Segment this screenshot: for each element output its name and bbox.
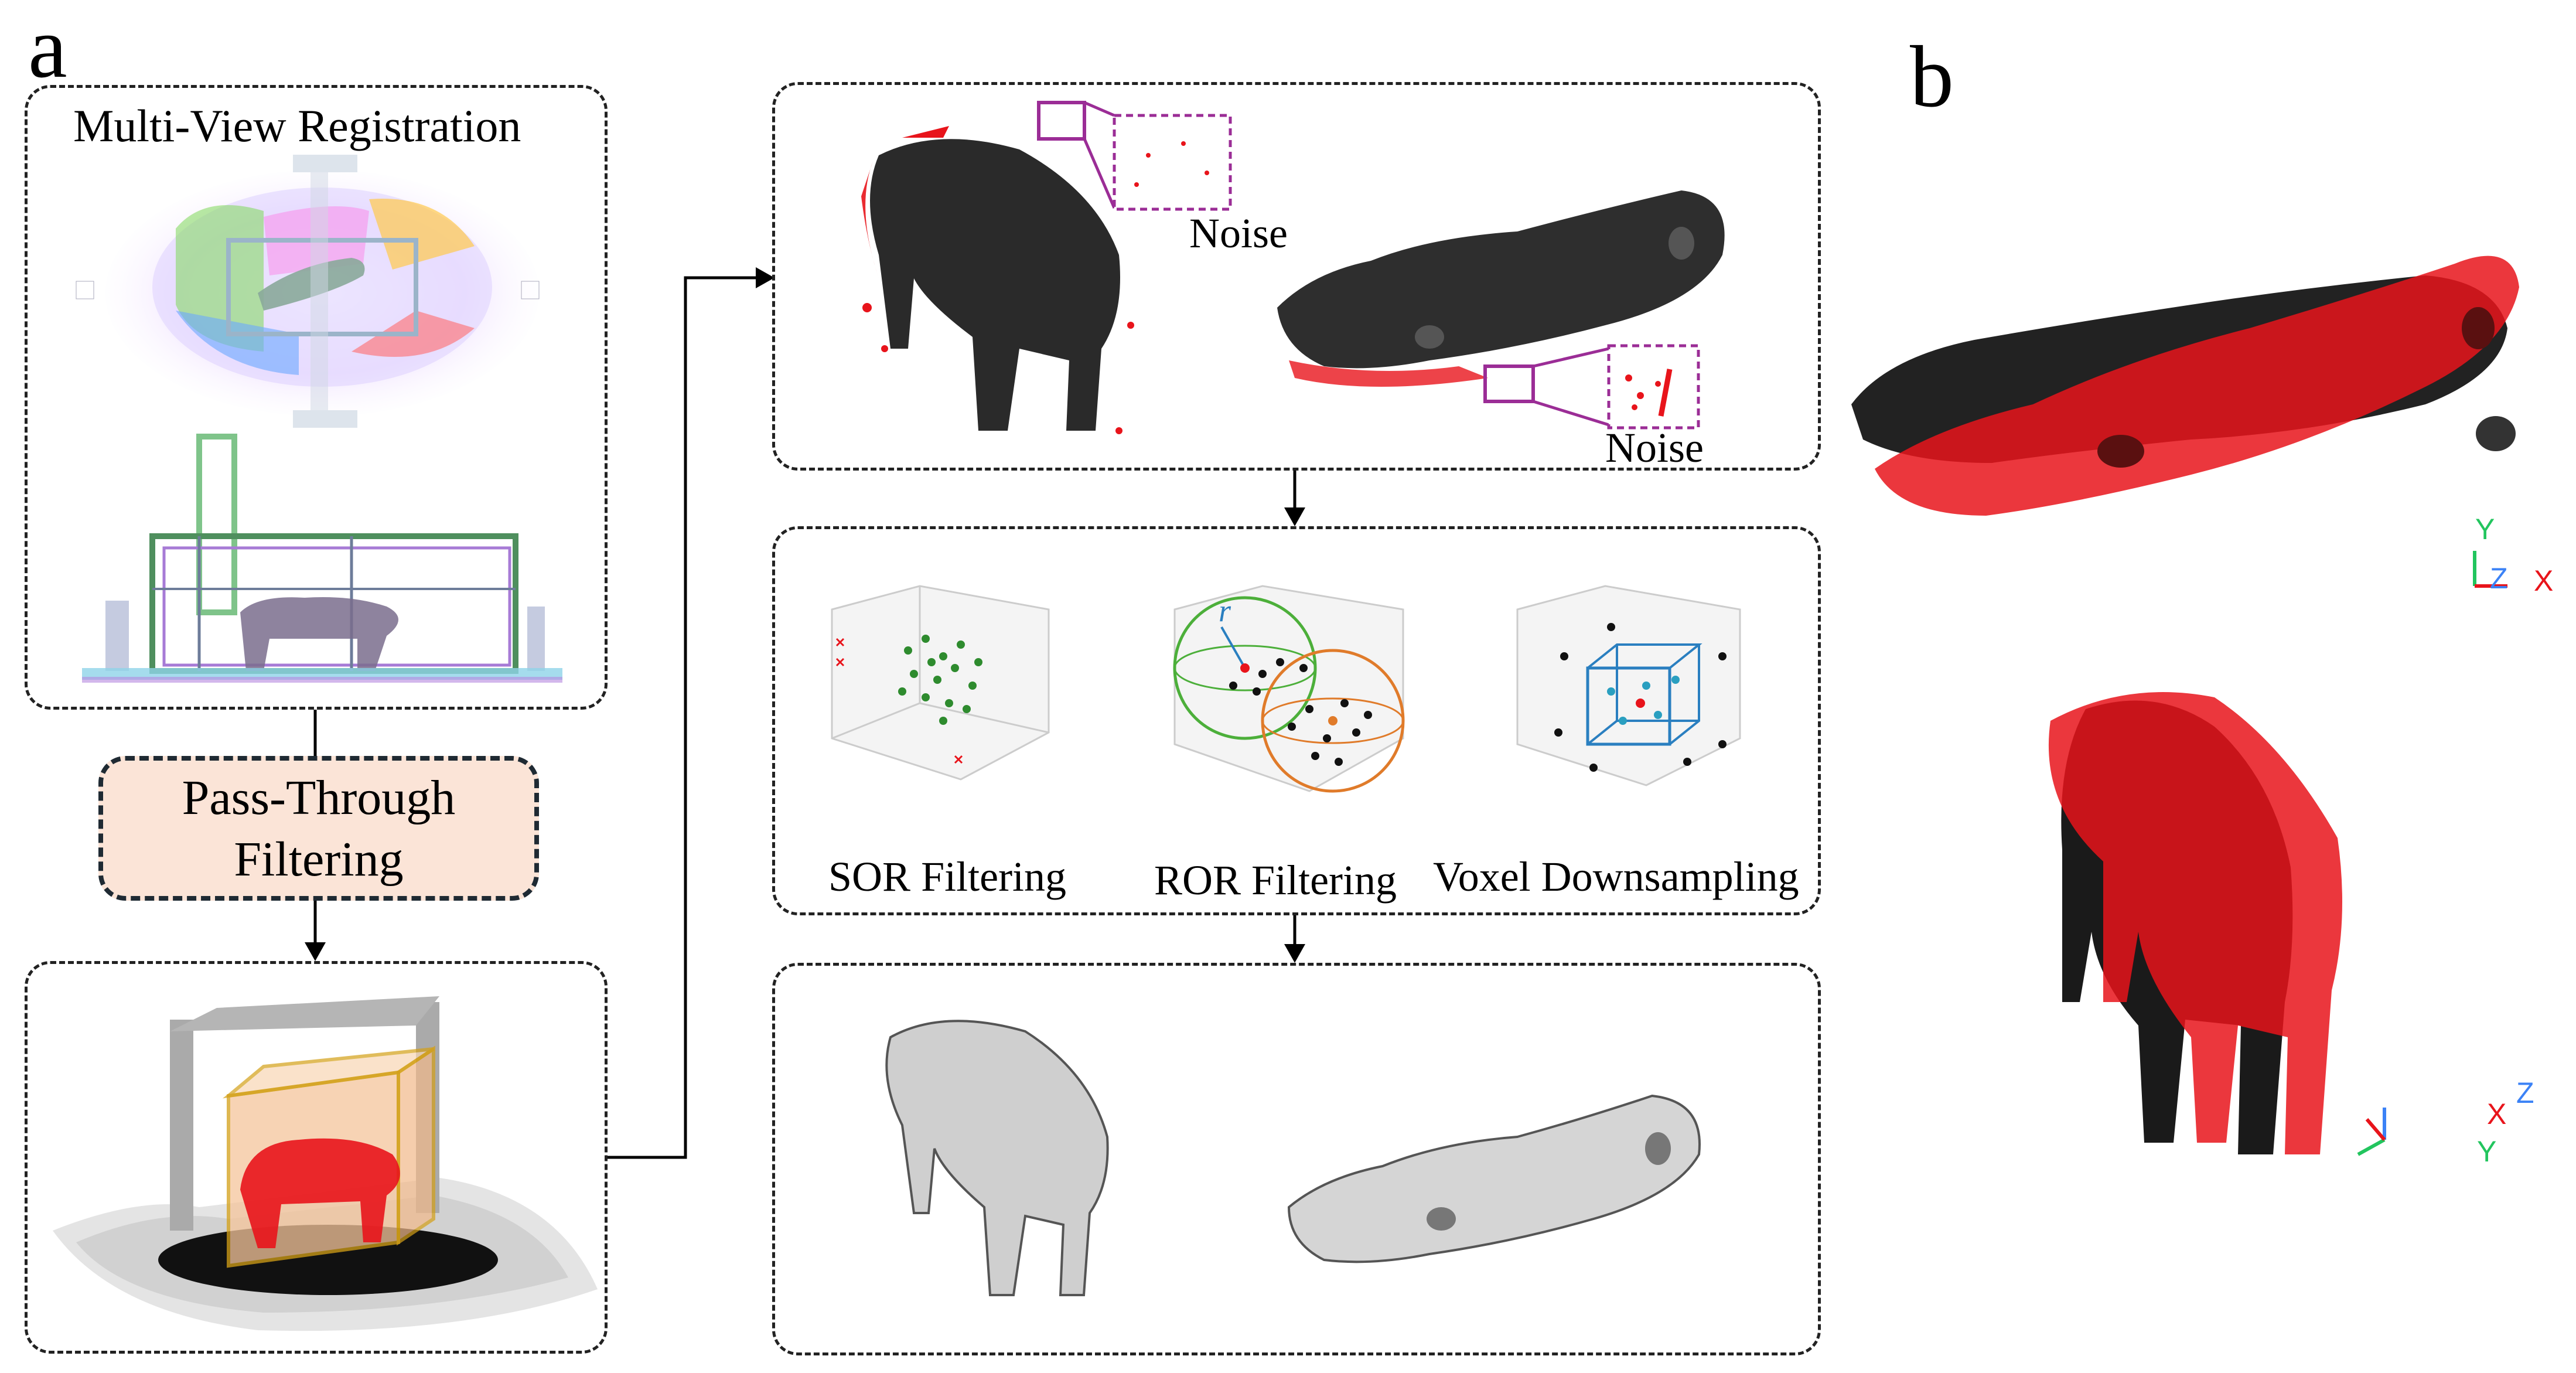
panel-label-a: a (28, 0, 67, 96)
sor-filtering-label: SOR Filtering (828, 853, 1067, 900)
noise-label-bottom: Noise (1605, 424, 1704, 471)
axis-x-bottom: X (2487, 1098, 2507, 1130)
raw-pointcloud-scene (861, 101, 1725, 434)
registration-side-view (82, 434, 562, 683)
ror-radius-label: r (1219, 593, 1231, 628)
ror-plot (1173, 585, 1405, 793)
aligned-pointcloud-side (2048, 692, 2386, 1156)
pass-through-line1: Pass-Through (182, 770, 456, 825)
filtered-pointcloud-scene (885, 1020, 1701, 1296)
registration-title: Multi-View Registration (73, 100, 521, 151)
axis-y-top: Y (2475, 513, 2495, 546)
axis-z-bottom: Z (2516, 1076, 2534, 1109)
ror-filtering-label: ROR Filtering (1154, 857, 1397, 904)
noise-label-top: Noise (1189, 210, 1288, 257)
axis-x-top: X (2534, 564, 2554, 597)
voxel-plot (1516, 585, 1741, 786)
aligned-pointcloud-top (1851, 255, 2519, 588)
pass-through-filtering-box: Pass-Through Filtering (98, 756, 539, 901)
voxel-downsampling-label: Voxel Downsampling (1433, 853, 1799, 900)
panel-label-b: b (1910, 28, 1954, 125)
registration-top-view (76, 155, 540, 428)
sor-plot (831, 585, 1050, 781)
axis-z-top: Z (2490, 562, 2508, 595)
axis-y-bottom: Y (2477, 1135, 2497, 1168)
pass-through-line2: Filtering (234, 832, 404, 887)
pass-through-scene (53, 996, 598, 1331)
